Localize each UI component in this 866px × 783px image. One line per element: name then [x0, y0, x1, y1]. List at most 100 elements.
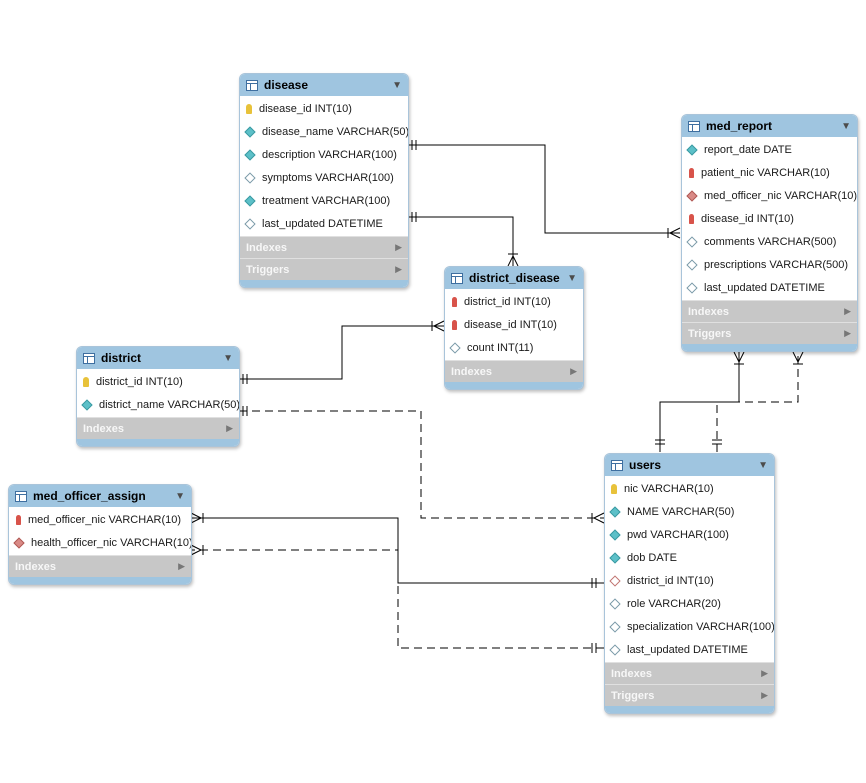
indexes-section[interactable]: Indexes▶ [605, 662, 774, 684]
chevron-right-icon[interactable]: ▶ [570, 366, 577, 376]
relation-disease-med-report[interactable] [408, 140, 681, 239]
column-row[interactable]: disease_id INT(10) [682, 207, 857, 230]
column-row[interactable]: district_id INT(10) [77, 370, 239, 393]
table-med-report[interactable]: med_report ▼ report_date DATE patient_nic… [681, 114, 858, 352]
table-district-disease[interactable]: district_disease ▼ district_id INT(10) di… [444, 266, 584, 390]
foreign-key-icon [452, 296, 457, 307]
triggers-section[interactable]: Triggers▶ [240, 258, 408, 280]
column-row[interactable]: comments VARCHAR(500) [682, 230, 857, 253]
table-header[interactable]: district_disease ▼ [445, 267, 583, 289]
column-row[interactable]: last_updated DATETIME [240, 212, 408, 235]
not-null-icon [244, 194, 256, 207]
indexes-section[interactable]: Indexes▶ [240, 236, 408, 258]
indexes-section-label: Indexes [451, 365, 492, 378]
chevron-right-icon[interactable]: ▶ [395, 264, 402, 274]
chevron-down-icon[interactable]: ▼ [392, 79, 402, 91]
column-label: comments VARCHAR(500) [704, 235, 837, 248]
column-label: role VARCHAR(20) [627, 597, 721, 610]
column-row[interactable]: med_officer_nic VARCHAR(10) [682, 184, 857, 207]
relation-district-users[interactable] [239, 406, 605, 524]
indexes-section-label: Indexes [15, 560, 56, 573]
column-row[interactable]: district_id INT(10) [445, 290, 583, 313]
relation-district-district-disease[interactable] [239, 320, 445, 384]
chevron-right-icon[interactable]: ▶ [844, 306, 851, 316]
table-name: district [101, 351, 142, 365]
table-icon [83, 352, 95, 364]
triggers-section[interactable]: Triggers▶ [605, 684, 774, 706]
chevron-down-icon[interactable]: ▼ [758, 459, 768, 471]
relation-users-med-officer-assign-health[interactable] [190, 544, 604, 653]
table-disease[interactable]: disease ▼ disease_id INT(10)disease_name… [239, 73, 409, 288]
foreign-key-diamond-icon [686, 189, 698, 202]
table-med-officer-assign[interactable]: med_officer_assign ▼ med_officer_nic VAR… [8, 484, 192, 585]
table-footer [9, 577, 191, 584]
chevron-right-icon[interactable]: ▶ [395, 242, 402, 252]
column-row[interactable]: last_updated DATETIME [682, 276, 857, 299]
chevron-right-icon[interactable]: ▶ [178, 561, 185, 571]
column-label: NAME VARCHAR(50) [627, 505, 735, 518]
indexes-section[interactable]: Indexes ▶ [9, 555, 191, 577]
chevron-right-icon[interactable]: ▶ [844, 328, 851, 338]
indexes-section[interactable]: Indexes ▶ [445, 360, 583, 382]
column-row[interactable]: disease_id INT(10) [240, 97, 408, 120]
column-row[interactable]: health_officer_nic VARCHAR(10) [9, 531, 191, 554]
table-footer [682, 344, 857, 351]
foreign-key-icon [452, 319, 457, 330]
table-district[interactable]: district ▼ district_id INT(10) district_n… [76, 346, 240, 447]
triggers-section[interactable]: Triggers▶ [682, 322, 857, 344]
column-label: patient_nic VARCHAR(10) [701, 166, 830, 179]
indexes-section-label: Indexes [688, 305, 729, 318]
column-row[interactable]: symptoms VARCHAR(100) [240, 166, 408, 189]
column-row[interactable]: NAME VARCHAR(50) [605, 500, 774, 523]
column-row[interactable]: district_name VARCHAR(50) [77, 393, 239, 416]
column-row[interactable]: patient_nic VARCHAR(10) [682, 161, 857, 184]
column-label: last_updated DATETIME [704, 281, 825, 294]
relation-disease-district-disease[interactable] [408, 212, 519, 267]
primary-key-icon [611, 483, 617, 494]
table-icon [451, 272, 463, 284]
relation-users-med-report-officer[interactable] [712, 351, 804, 452]
column-row[interactable]: specialization VARCHAR(100) [605, 615, 774, 638]
column-row[interactable]: description VARCHAR(100) [240, 143, 408, 166]
chevron-right-icon[interactable]: ▶ [226, 423, 233, 433]
column-row[interactable]: dob DATE [605, 546, 774, 569]
column-row[interactable]: district_id INT(10) [605, 569, 774, 592]
column-label: district_id INT(10) [96, 375, 183, 388]
column-list: report_date DATE patient_nic VARCHAR(10) m… [682, 137, 857, 300]
nullable-icon [244, 217, 256, 230]
column-row[interactable]: nic VARCHAR(10) [605, 477, 774, 500]
indexes-section-label: Indexes [83, 422, 124, 435]
column-label: last_updated DATETIME [262, 217, 383, 230]
column-row[interactable]: prescriptions VARCHAR(500) [682, 253, 857, 276]
table-header[interactable]: district ▼ [77, 347, 239, 369]
column-row[interactable]: disease_id INT(10) [445, 313, 583, 336]
chevron-right-icon[interactable]: ▶ [761, 690, 768, 700]
column-row[interactable]: last_updated DATETIME [605, 638, 774, 661]
chevron-down-icon[interactable]: ▼ [175, 490, 185, 502]
chevron-down-icon[interactable]: ▼ [567, 272, 577, 284]
table-users[interactable]: users ▼ nic VARCHAR(10) NAME VARCHAR(50) p… [604, 453, 775, 714]
chevron-down-icon[interactable]: ▼ [223, 352, 233, 364]
relation-users-med-report-patient[interactable] [655, 351, 745, 452]
not-null-icon [609, 505, 621, 518]
not-null-icon [609, 551, 621, 564]
column-row[interactable]: pwd VARCHAR(100) [605, 523, 774, 546]
column-row[interactable]: role VARCHAR(20) [605, 592, 774, 615]
column-label: district_id INT(10) [464, 295, 551, 308]
column-label: treatment VARCHAR(100) [262, 194, 391, 207]
table-header[interactable]: users ▼ [605, 454, 774, 476]
column-label: disease_id INT(10) [701, 212, 794, 225]
table-header[interactable]: disease ▼ [240, 74, 408, 96]
column-row[interactable]: count INT(11) [445, 336, 583, 359]
not-null-icon [81, 398, 93, 411]
column-row[interactable]: report_date DATE [682, 138, 857, 161]
indexes-section[interactable]: Indexes ▶ [682, 300, 857, 322]
indexes-section[interactable]: Indexes ▶ [77, 417, 239, 439]
column-row[interactable]: treatment VARCHAR(100) [240, 189, 408, 212]
column-row[interactable]: disease_name VARCHAR(50) [240, 120, 408, 143]
column-row[interactable]: med_officer_nic VARCHAR(10) [9, 508, 191, 531]
table-header[interactable]: med_report ▼ [682, 115, 857, 137]
chevron-right-icon[interactable]: ▶ [761, 668, 768, 678]
table-header[interactable]: med_officer_assign ▼ [9, 485, 191, 507]
chevron-down-icon[interactable]: ▼ [841, 120, 851, 132]
